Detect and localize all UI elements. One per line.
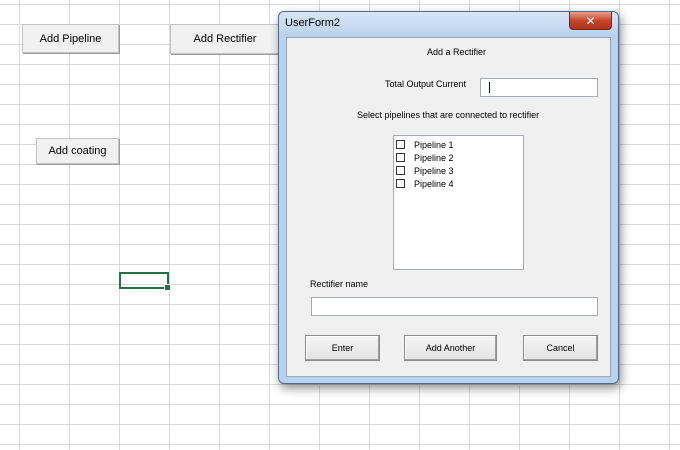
text-cursor (489, 82, 490, 93)
checkbox[interactable] (396, 166, 405, 175)
close-icon: ✕ (585, 13, 596, 28)
add-coating-button[interactable]: Add coating (36, 138, 119, 164)
select-pipelines-label: Select pipelines that are connected to r… (357, 110, 540, 120)
pipeline-label: Pipeline 4 (414, 178, 454, 189)
window-title: UserForm2 (285, 17, 341, 29)
pipeline-label: Pipeline 1 (414, 139, 454, 150)
rectifier-name-label: Rectifier name (310, 279, 369, 289)
add-pipeline-button[interactable]: Add Pipeline (22, 24, 119, 53)
list-item[interactable]: Pipeline 1 (396, 138, 454, 151)
rectifier-name-input[interactable] (311, 297, 598, 316)
pipeline-label: Pipeline 2 (414, 152, 454, 163)
add-another-button[interactable]: Add Another (404, 335, 497, 361)
total-output-input[interactable] (480, 78, 598, 97)
checkbox[interactable] (396, 153, 405, 162)
cancel-button[interactable]: Cancel (523, 335, 598, 361)
form-body: Add a Rectifier Total Output Current Sel… (286, 37, 611, 377)
form-heading: Add a Rectifier (427, 47, 487, 57)
list-item[interactable]: Pipeline 2 (396, 151, 454, 164)
userform-window: UserForm2 ✕ Add a Rectifier Total Output… (278, 11, 619, 384)
close-button[interactable]: ✕ (569, 12, 612, 30)
list-item[interactable]: Pipeline 3 (396, 164, 454, 177)
list-item[interactable]: Pipeline 4 (396, 177, 454, 190)
checkbox[interactable] (396, 179, 405, 188)
pipeline-listbox[interactable]: Pipeline 1 Pipeline 2 Pipeline 3 Pipelin… (393, 135, 524, 270)
title-bar[interactable]: UserForm2 ✕ (279, 12, 618, 34)
enter-button[interactable]: Enter (305, 335, 380, 361)
total-output-label: Total Output Current (385, 79, 467, 89)
add-rectifier-button[interactable]: Add Rectifier (170, 24, 280, 54)
pipeline-label: Pipeline 3 (414, 165, 454, 176)
active-cell[interactable] (119, 272, 171, 291)
checkbox[interactable] (396, 140, 405, 149)
